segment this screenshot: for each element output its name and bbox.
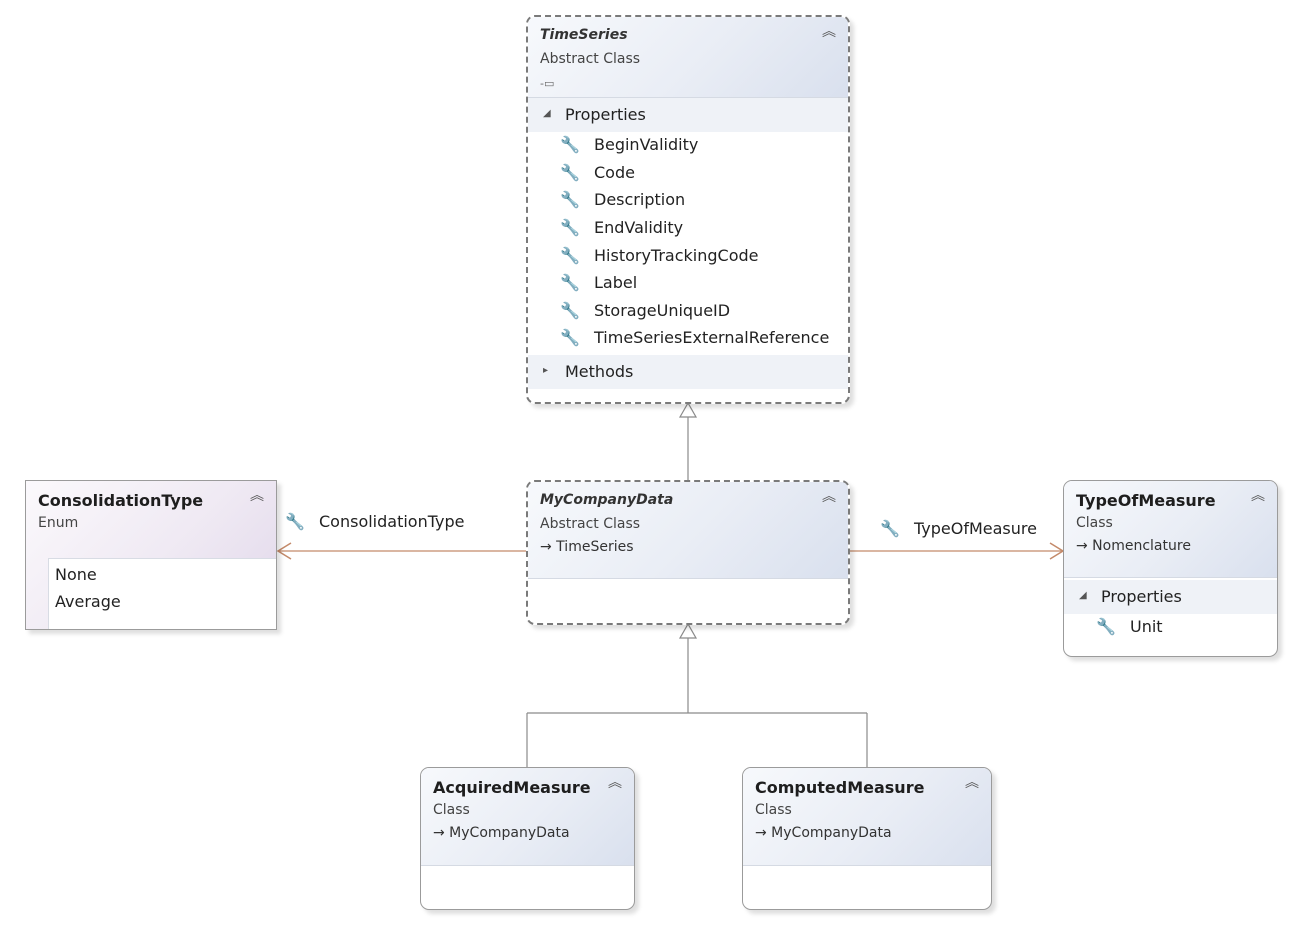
wrench-icon: 🔧 <box>560 328 580 347</box>
class-name: AcquiredMeasure <box>433 778 591 797</box>
section-label: Methods <box>565 362 634 381</box>
section-label: Properties <box>1101 587 1182 606</box>
class-box-typeofmeasure[interactable]: TypeOfMeasure Class → Nomenclature ︽ ◢ P… <box>1063 480 1278 657</box>
base-class: → MyCompanyData <box>755 825 892 841</box>
class-header: ComputedMeasure Class → MyCompanyData ︽ <box>743 768 991 866</box>
wrench-icon: 🔧 <box>560 273 580 292</box>
wrench-icon: 🔧 <box>1096 617 1116 636</box>
interface-icon: -▭ <box>540 77 555 90</box>
wrench-icon: 🔧 <box>560 135 580 154</box>
association-label-typeofmeasure[interactable]: 🔧TypeOfMeasure <box>880 519 1037 538</box>
class-box-acquiredmeasure[interactable]: AcquiredMeasure Class → MyCompanyData ︽ <box>420 767 635 910</box>
property-item[interactable]: 🔧HistoryTrackingCode <box>560 246 759 265</box>
class-name: ComputedMeasure <box>755 778 925 797</box>
property-item[interactable]: 🔧TimeSeriesExternalReference <box>560 328 830 347</box>
properties-section-header[interactable]: ◢ Properties <box>528 98 848 132</box>
class-header: MyCompanyData Abstract Class → TimeSerie… <box>528 482 848 579</box>
class-box-computedmeasure[interactable]: ComputedMeasure Class → MyCompanyData ︽ <box>742 767 992 910</box>
enum-literals: None Average <box>48 558 276 629</box>
property-item[interactable]: 🔧BeginValidity <box>560 135 699 154</box>
property-item[interactable]: 🔧StorageUniqueID <box>560 301 731 320</box>
wrench-icon: 🔧 <box>880 519 900 538</box>
wrench-icon: 🔧 <box>560 163 580 182</box>
base-class: → Nomenclature <box>1076 538 1191 554</box>
wrench-icon: 🔧 <box>285 512 305 531</box>
wrench-icon: 🔧 <box>560 246 580 265</box>
triangle-right-icon: ▸ <box>543 365 549 376</box>
double-chevron-up-icon[interactable]: ︽ <box>608 775 622 791</box>
wrench-icon: 🔧 <box>560 190 580 209</box>
inheritance-arrowhead-mycompanydata <box>678 622 698 639</box>
double-chevron-up-icon[interactable]: ︽ <box>1251 488 1265 504</box>
double-chevron-up-icon[interactable]: ︽ <box>822 489 836 505</box>
class-stereotype: Class <box>433 802 470 818</box>
class-header: AcquiredMeasure Class → MyCompanyData ︽ <box>421 768 634 866</box>
class-header: TimeSeries Abstract Class -▭ ︽ <box>528 17 848 98</box>
enum-name: ConsolidationType <box>38 491 204 510</box>
inheritance-arrowhead-timeseries <box>678 401 698 418</box>
wrench-icon: 🔧 <box>560 218 580 237</box>
class-name: MyCompanyData <box>540 492 674 508</box>
class-stereotype: Class <box>1076 515 1113 531</box>
association-label-consolidationtype[interactable]: 🔧ConsolidationType <box>285 512 465 531</box>
double-chevron-up-icon[interactable]: ︽ <box>250 488 264 504</box>
property-item[interactable]: 🔧Unit <box>1096 617 1163 636</box>
class-name: TimeSeries <box>540 27 628 43</box>
class-header: TypeOfMeasure Class → Nomenclature ︽ <box>1064 481 1277 578</box>
class-name: TypeOfMeasure <box>1076 491 1216 510</box>
properties-section-header[interactable]: ◢ Properties <box>1064 580 1277 614</box>
class-stereotype: Class <box>755 802 792 818</box>
base-class: → TimeSeries <box>540 539 634 555</box>
class-stereotype: Abstract Class <box>540 516 641 532</box>
double-chevron-up-icon[interactable]: ︽ <box>822 24 836 40</box>
enum-box-consolidationtype[interactable]: ConsolidationType Enum ︽ None Average <box>25 480 277 630</box>
class-box-mycompanydata[interactable]: MyCompanyData Abstract Class → TimeSerie… <box>526 480 850 625</box>
base-class: → MyCompanyData <box>433 825 570 841</box>
property-item[interactable]: 🔧Description <box>560 190 686 209</box>
enum-literal[interactable]: Average <box>55 592 121 611</box>
class-box-timeseries[interactable]: TimeSeries Abstract Class -▭ ︽ ◢ Propert… <box>526 15 850 404</box>
property-item[interactable]: 🔧Code <box>560 163 635 182</box>
section-label: Properties <box>565 105 646 124</box>
triangle-down-icon: ◢ <box>1079 590 1087 601</box>
property-item[interactable]: 🔧Label <box>560 273 638 292</box>
association-arrowhead-consolidationtype <box>276 542 292 560</box>
class-stereotype: Abstract Class <box>540 51 641 67</box>
property-item[interactable]: 🔧EndValidity <box>560 218 684 237</box>
enum-literal[interactable]: None <box>55 565 97 584</box>
wrench-icon: 🔧 <box>560 301 580 320</box>
double-chevron-up-icon[interactable]: ︽ <box>965 775 979 791</box>
methods-section-header[interactable]: ▸ Methods <box>528 355 848 389</box>
triangle-down-icon: ◢ <box>543 108 551 119</box>
enum-stereotype: Enum <box>38 515 79 531</box>
